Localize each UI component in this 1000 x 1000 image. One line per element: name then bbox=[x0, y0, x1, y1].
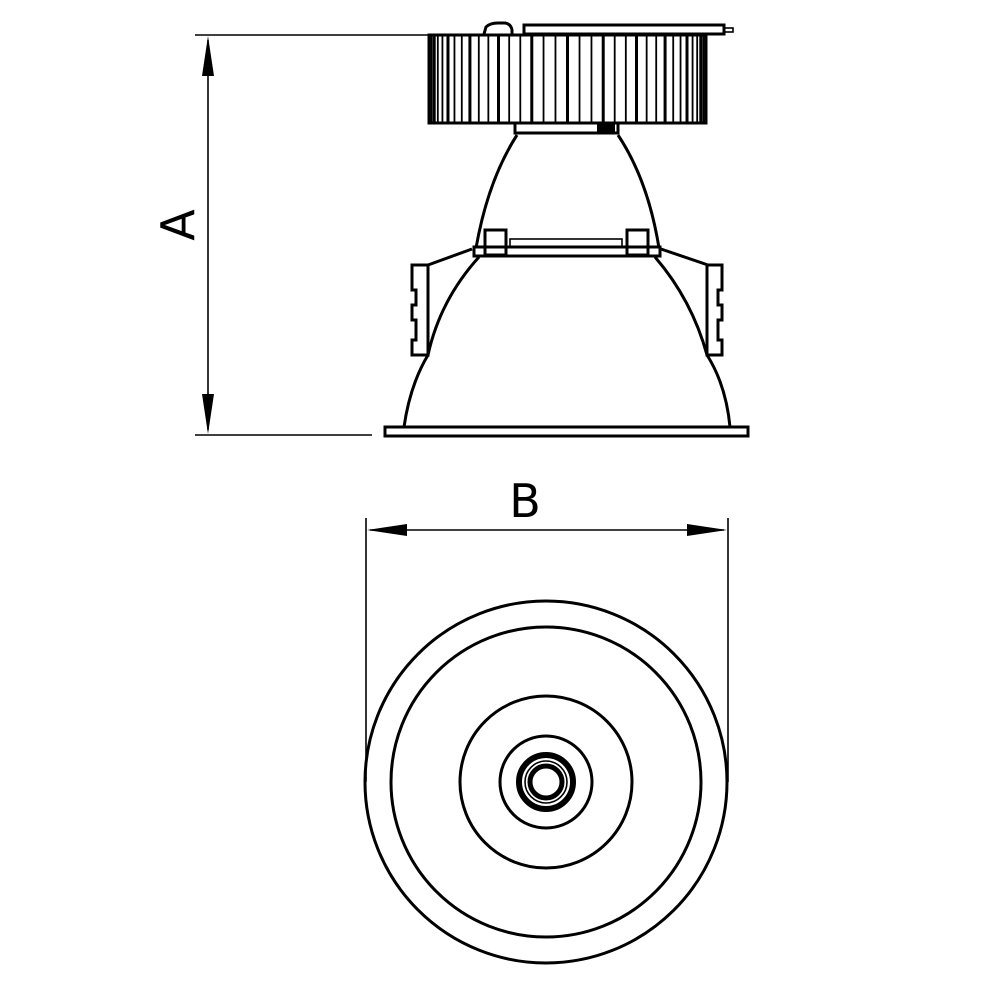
inner-reflector-circle bbox=[458, 694, 634, 870]
collar-clip bbox=[597, 122, 615, 134]
lamp-bar bbox=[509, 238, 623, 248]
heatsink-fins bbox=[429, 36, 706, 122]
lamp-ring bbox=[516, 752, 576, 812]
lower-reflector-left bbox=[402, 255, 481, 428]
side-view bbox=[383, 21, 750, 438]
reflector-circle bbox=[389, 625, 703, 939]
lamp-holder-circle bbox=[498, 734, 594, 830]
bracket-right bbox=[625, 228, 650, 257]
plate-tab bbox=[723, 27, 734, 33]
bottom-view bbox=[363, 599, 729, 965]
side-clip-left bbox=[410, 263, 430, 357]
outer-trim-circle bbox=[363, 599, 729, 965]
arrow-up-icon bbox=[202, 36, 214, 76]
arrow-down-icon bbox=[202, 394, 214, 434]
dimension-b: B bbox=[365, 474, 729, 782]
mounting-plate bbox=[522, 23, 726, 36]
lamp-inner-ring bbox=[524, 760, 568, 804]
bracket-left bbox=[483, 228, 508, 257]
lower-reflector-right bbox=[653, 256, 732, 428]
trim-flange bbox=[383, 425, 750, 438]
arrow-right-icon bbox=[687, 524, 727, 536]
upper-reflector-left bbox=[474, 134, 519, 249]
collar bbox=[513, 121, 620, 135]
dimension-label-b: B bbox=[509, 474, 541, 528]
upper-reflector-right bbox=[616, 134, 661, 249]
connector-bump bbox=[482, 21, 514, 35]
arrow-left-icon bbox=[367, 524, 407, 536]
spring-arm-left bbox=[427, 247, 473, 267]
dimension-label-a: A bbox=[151, 209, 205, 241]
dimension-a: A bbox=[151, 34, 432, 436]
lamp-lens bbox=[527, 763, 565, 801]
side-clip-right bbox=[705, 263, 724, 357]
spring-arm-right bbox=[660, 247, 709, 267]
